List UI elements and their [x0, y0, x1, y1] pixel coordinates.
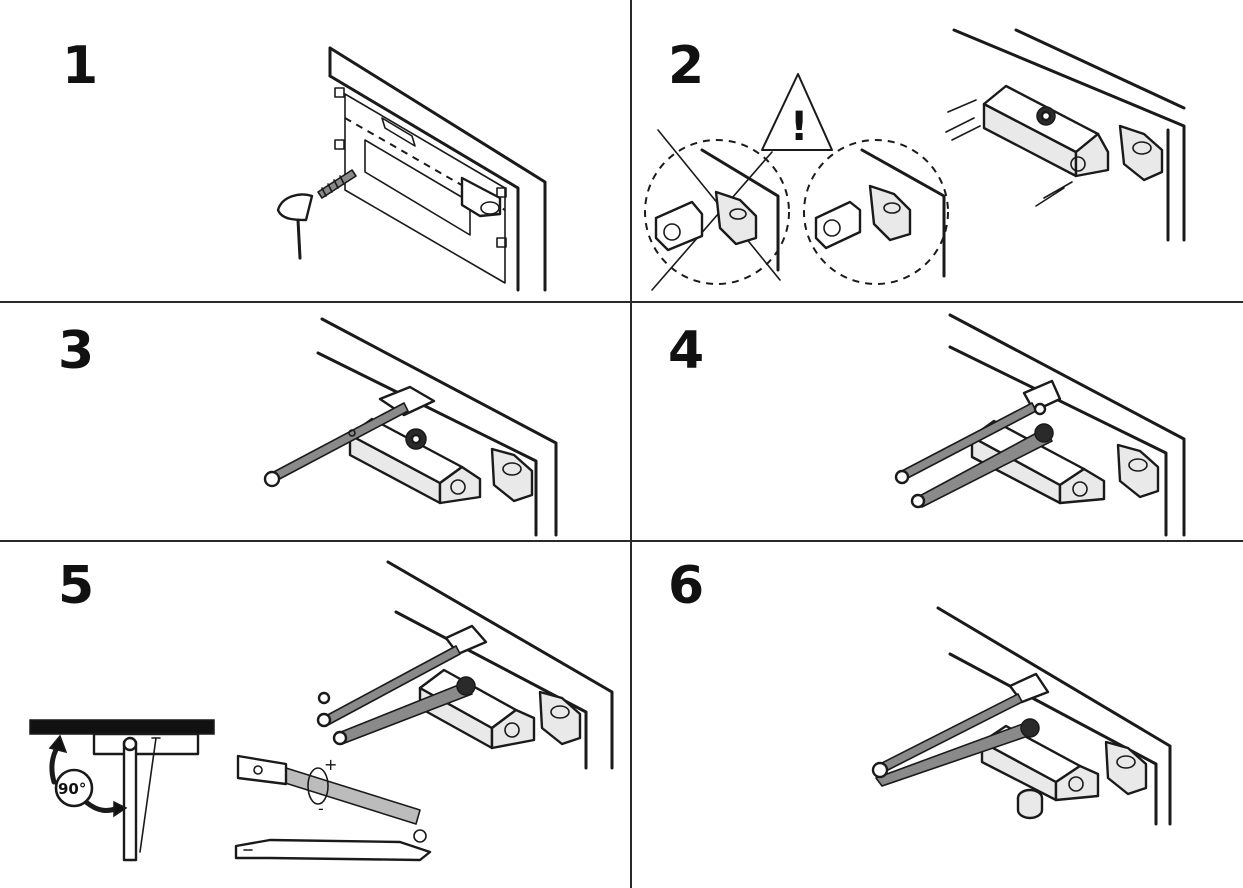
- step-3-illustration: [263, 317, 558, 537]
- adjustment-arrow-icon: [48, 734, 128, 818]
- door-closer-icon: [982, 84, 1110, 178]
- step-number-5: 5: [58, 556, 95, 616]
- adjust-plus-label: +: [324, 755, 337, 774]
- step-panel-1: 1: [0, 0, 630, 301]
- step-number-4: 4: [668, 321, 705, 381]
- step-number-2: 2: [668, 36, 705, 96]
- warning-triangle-icon: !: [761, 73, 833, 151]
- step-number-6: 6: [668, 556, 705, 616]
- angle-label: 90°: [58, 780, 86, 798]
- hammer-icon: [276, 193, 314, 260]
- warning-mark: !: [790, 104, 808, 150]
- step-panel-6: 6: [632, 542, 1243, 888]
- horizontal-divider-1: [0, 301, 1243, 303]
- arm-assembly-icon: [263, 385, 436, 488]
- step-5-illustration: 90° + -: [29, 560, 614, 862]
- step-panel-2: 2 !: [632, 0, 1243, 301]
- step-panel-5: 5 90°: [0, 542, 630, 888]
- step-1-illustration: [276, 46, 547, 292]
- step-number-1: 1: [62, 36, 99, 96]
- screw-icon: [317, 169, 357, 199]
- step-2-illustration: !: [644, 28, 1186, 291]
- horizontal-divider-2: [0, 540, 1243, 542]
- step-4-illustration: [894, 313, 1186, 537]
- step-6-illustration: [871, 606, 1172, 826]
- vertical-divider: [630, 0, 632, 888]
- adjust-minus-label: -: [318, 799, 324, 818]
- step-panel-3: 3: [0, 303, 630, 540]
- step-number-3: 3: [58, 321, 95, 381]
- step-panel-4: 4: [632, 303, 1243, 540]
